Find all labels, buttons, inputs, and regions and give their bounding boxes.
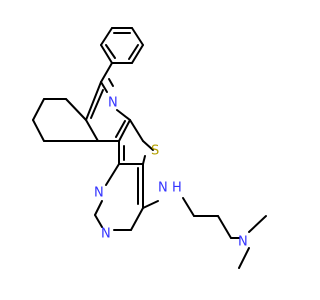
bond-cyclohexane-1 xyxy=(65,98,87,121)
molecule-structure-diagram: N S N N N H N xyxy=(0,0,300,300)
bond-phenyl-5-double xyxy=(105,44,116,59)
bonds xyxy=(32,27,267,269)
bond-c-s-b xyxy=(142,155,146,165)
bond-cyclohexane-4 xyxy=(32,119,45,142)
bond-pyrimidine-1 xyxy=(105,163,120,186)
bond-c-s-a xyxy=(142,140,154,151)
bond-pyridine-right-lower xyxy=(118,119,131,142)
bond-pyridine-left-lower xyxy=(85,119,99,142)
bond-c-nh xyxy=(142,200,159,209)
atom-labels: N S N N N H N xyxy=(94,96,248,250)
atom-label-n-pyrimidine-bottom: N xyxy=(101,227,111,242)
bond-c-n-top-double xyxy=(108,78,114,87)
bond-methyl-bottom xyxy=(238,247,250,269)
bond-thiophene-1 xyxy=(129,119,144,142)
background xyxy=(0,0,300,300)
bond-pyrimidine-2 xyxy=(94,200,103,216)
bond-pyridine-left-upper xyxy=(85,81,102,121)
bond-pyrimidine-5 xyxy=(130,207,144,231)
bond-phenyl-3-double xyxy=(128,44,139,60)
atom-label-n-top: N xyxy=(108,96,118,111)
bond-phenyl-5 xyxy=(100,44,113,64)
bond-chain-1 xyxy=(182,197,195,217)
bond-phenyl-2 xyxy=(131,27,144,46)
bond-phenyl-3 xyxy=(131,44,144,64)
bond-n-c-right xyxy=(116,109,131,121)
bond-cyclohexane-3 xyxy=(32,98,45,121)
bond-methyl-top xyxy=(248,215,267,233)
bond-phenyl-link xyxy=(100,62,113,83)
atom-label-amine-n: N xyxy=(158,181,168,196)
bond-pyridine-left-double xyxy=(90,89,104,119)
bond-pyrimidine-3 xyxy=(94,214,103,228)
bond-phenyl-6 xyxy=(100,27,113,46)
bond-chain-3 xyxy=(217,215,232,239)
atom-label-n-pyrimidine-left: N xyxy=(94,186,104,201)
atom-label-dimethylamino-n: N xyxy=(238,235,248,250)
atom-label-amine-h: H xyxy=(172,181,182,196)
bond-c-n-top-a xyxy=(100,81,108,93)
atom-label-sulfur: S xyxy=(151,144,159,159)
bond-pyridine-right-lower-double xyxy=(115,120,126,138)
